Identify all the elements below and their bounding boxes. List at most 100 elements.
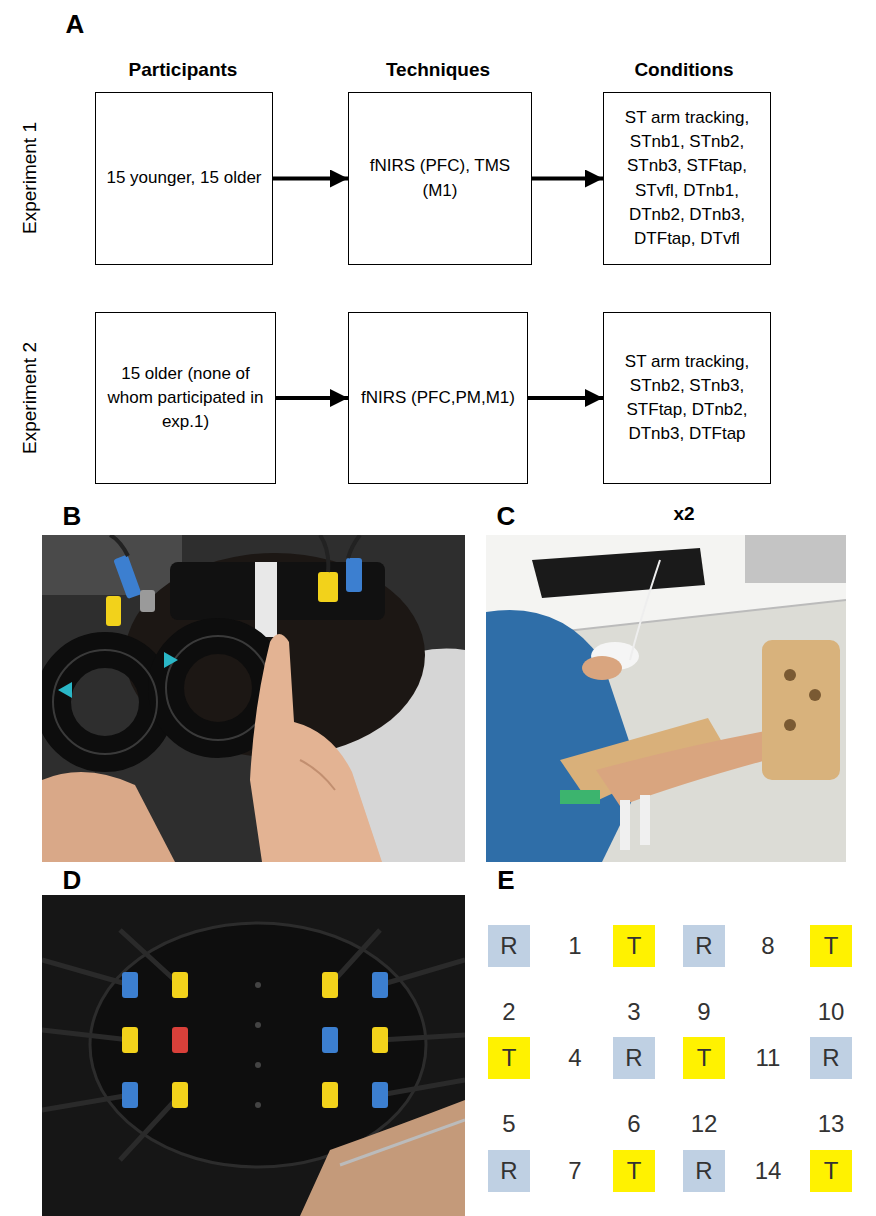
strap (255, 562, 277, 637)
cables (42, 930, 465, 1160)
knuckle (300, 760, 335, 790)
column-heading: Techniques (386, 59, 490, 81)
text-wrap: ST arm tracking, STnb1, STnb2, STnb3, ST… (612, 106, 762, 251)
repeat-note: x2 (673, 503, 694, 525)
info-box: fNIRS (PFC), TMS (M1) (348, 92, 532, 265)
channel-number: 1 (568, 932, 581, 960)
chair-back (42, 535, 182, 595)
channel-number: 2 (502, 998, 515, 1026)
text-wrap: R (500, 932, 517, 960)
optode (346, 558, 362, 592)
text-wrap: T (502, 1044, 517, 1072)
text-wrap: 15 older (none of whom participated in e… (104, 362, 267, 434)
photo-background (486, 535, 846, 862)
info-box: ST arm tracking, STnb2, STnb3, STFtap, D… (603, 312, 771, 484)
node-text: T (627, 1157, 642, 1185)
keyboard (532, 548, 705, 598)
text-wrap: R (695, 1157, 712, 1185)
node-text: T (697, 1044, 712, 1072)
node-text: fNIRS (PFC,PM,M1) (361, 386, 515, 410)
optode (372, 1027, 388, 1053)
coil-arrow (164, 652, 178, 668)
node-text: T (627, 932, 642, 960)
optode (113, 555, 141, 600)
flow-arrow (528, 396, 603, 400)
panel-letter: C (497, 501, 516, 532)
cap-dot (255, 982, 261, 988)
text-wrap: fNIRS (PFC,PM,M1) (361, 386, 515, 410)
flow-arrow (532, 177, 603, 181)
coil-wing (166, 636, 270, 740)
channel-square: R (488, 925, 530, 967)
channel-number: 13 (818, 1110, 845, 1138)
panel-letter: A (66, 9, 85, 40)
channel-number: 14 (755, 1157, 782, 1185)
flow-arrow (273, 177, 348, 181)
channel-square: T (810, 925, 852, 967)
channel-number: 8 (761, 932, 774, 960)
hole (784, 719, 796, 731)
photo-background (42, 895, 465, 1216)
channel-square: T (613, 925, 655, 967)
strap (620, 800, 630, 850)
info-box: 15 younger, 15 older (95, 92, 273, 265)
node-text: R (500, 1157, 517, 1185)
node-text: 15 younger, 15 older (106, 166, 261, 190)
channel-number: 3 (627, 998, 640, 1026)
panel-letter: D (63, 865, 82, 896)
text-wrap: T (824, 932, 839, 960)
optode (122, 1027, 138, 1053)
cables (110, 535, 360, 572)
cap (90, 923, 426, 1167)
node-text: R (695, 1157, 712, 1185)
column-heading: Conditions (634, 59, 733, 81)
photo-background (42, 535, 465, 862)
face (300, 1100, 465, 1216)
optode (172, 1027, 188, 1053)
channel-number: 12 (691, 1110, 718, 1138)
node-text: ST arm tracking, STnb1, STnb2, STnb3, ST… (612, 106, 762, 251)
node-text: T (824, 1157, 839, 1185)
node-text: T (824, 932, 839, 960)
cap-dot (255, 1062, 261, 1068)
cap-dot (255, 1022, 261, 1028)
channel-square: R (683, 1150, 725, 1192)
node-text: R (500, 932, 517, 960)
optode (372, 1082, 388, 1108)
text-wrap: R (695, 932, 712, 960)
channel-number: 6 (627, 1110, 640, 1138)
channel-number: 7 (568, 1157, 581, 1185)
channel-number: 4 (568, 1044, 581, 1072)
node-text: 15 older (none of whom participated in e… (104, 362, 267, 434)
column-heading: Participants (129, 59, 238, 81)
text-wrap: ST arm tracking, STnb2, STnb3, STFtap, D… (612, 350, 762, 447)
optode (372, 972, 388, 998)
text-wrap: R (822, 1044, 839, 1072)
hole (809, 689, 821, 701)
channel-square: R (613, 1037, 655, 1079)
cap-dot (255, 1102, 261, 1108)
channel-square: R (683, 925, 725, 967)
text-wrap: T (627, 932, 642, 960)
pointing-hand (250, 634, 382, 862)
node-text: R (695, 932, 712, 960)
text-wrap: R (625, 1044, 642, 1072)
optode (322, 1027, 338, 1053)
panel-letter: E (497, 865, 514, 896)
glasses (340, 1120, 465, 1165)
channel-number: 5 (502, 1110, 515, 1138)
channel-square: T (488, 1037, 530, 1079)
channel-square: T (613, 1150, 655, 1192)
text-wrap: 15 younger, 15 older (106, 166, 261, 190)
row-label: Experiment 1 (19, 122, 41, 234)
shirt (486, 610, 642, 862)
node-text: fNIRS (PFC), TMS (M1) (357, 154, 523, 202)
info-box: 15 older (none of whom participated in e… (95, 312, 276, 484)
channel-number: 9 (697, 998, 710, 1026)
channel-square: R (488, 1150, 530, 1192)
coil-wing (53, 650, 157, 754)
hand (582, 656, 622, 680)
photo-fnirs-cap (42, 895, 465, 1216)
channel-square: R (810, 1037, 852, 1079)
